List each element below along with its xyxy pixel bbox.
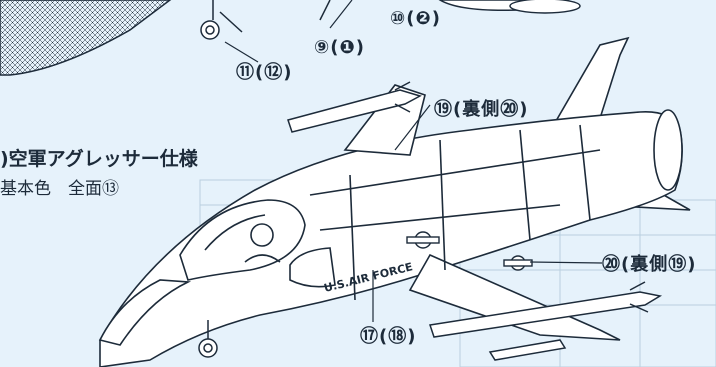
missiles-top	[319, 0, 581, 21]
aircraft-body	[98, 36, 691, 367]
callout-11-12: ⑪(⑫)	[236, 62, 293, 83]
wing-missiles	[287, 81, 663, 361]
landing-gear-front	[198, 320, 218, 358]
wing-top-left	[0, 0, 172, 76]
callout-10-2: ⑩(❷)	[390, 8, 441, 29]
landing-gear-top	[200, 0, 243, 40]
leader-lines	[224, 0, 603, 322]
callout-19-20: ⑲(裏側⑳)	[434, 99, 529, 120]
callout-9-1: ⑨(❶)	[314, 37, 365, 58]
star-insignia	[406, 231, 533, 271]
spec-color-line: 基本色 全面⑬	[0, 179, 119, 199]
callout-20-19: ⑳(裏側⑲)	[602, 254, 697, 275]
callout-17-18: ⑰(⑱)	[360, 326, 417, 347]
spec-title: )空軍アグレッサー仕様	[0, 148, 198, 170]
